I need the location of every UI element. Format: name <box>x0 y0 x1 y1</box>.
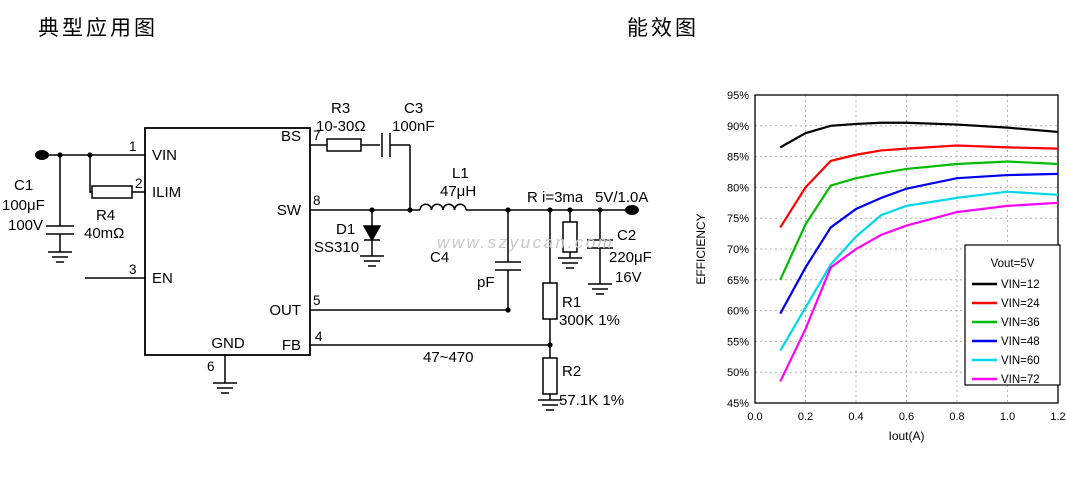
y-tick-label: 75% <box>727 213 749 225</box>
rload-current-label: i=3ma <box>542 189 584 206</box>
x-tick-label: 0.8 <box>949 411 964 423</box>
capacitor-c2 <box>587 210 613 295</box>
l1-value-label: 47μH <box>440 183 476 200</box>
r3-ref-label: R3 <box>331 100 350 117</box>
pin-label-gnd: GND <box>211 335 245 352</box>
r1-value-label: 300K 1% <box>559 312 620 329</box>
ic-body <box>144 127 311 356</box>
input-terminal <box>35 150 145 160</box>
watermark-text: www.szyucan.com <box>437 233 614 252</box>
c1-voltage-label: 100V <box>8 217 43 234</box>
c4-range-label: 47~470 <box>423 349 473 366</box>
c2-ref-label: C2 <box>617 227 636 244</box>
ground-symbol <box>212 382 238 394</box>
d1-value-label: SS310 <box>314 239 359 256</box>
output-terminal <box>625 205 639 215</box>
y-tick-label: 95% <box>727 90 749 102</box>
series-line-VIN=48 <box>779 172 1059 315</box>
series-line-VIN=36 <box>779 160 1059 281</box>
pin-number-6: 6 <box>207 359 215 374</box>
r4-value-label: 40mΩ <box>84 225 124 242</box>
legend-title: Vout=5V <box>991 258 1035 270</box>
efficiency-chart: 45% 50% 55% 60% 65% 70% 75% 80% 85% 90% 95% 0.0 0.2 0… <box>694 90 1066 443</box>
rload-ref-label: R <box>527 189 538 206</box>
pin-label-fb: FB <box>282 337 301 354</box>
application-circuit-schematic: 1 2 3 7 8 5 4 6 VIN ILIM EN BS SW OUT FB… <box>2 100 652 411</box>
x-axis-label: Iout(A) <box>888 429 924 443</box>
y-tick-label: 85% <box>727 152 749 164</box>
y-tick-label: 90% <box>727 121 749 133</box>
pin-number-3: 3 <box>129 262 137 277</box>
junction-dots <box>57 152 603 348</box>
pin-label-out: OUT <box>269 302 301 319</box>
capacitor-c4 <box>495 210 521 310</box>
pin-number-7: 7 <box>313 128 321 143</box>
schematic-title: 典型应用图 <box>38 16 158 40</box>
x-tick-label: 0.2 <box>798 411 813 423</box>
y-tick-label: 50% <box>727 367 749 379</box>
pin-number-8: 8 <box>313 193 321 208</box>
c3-ref-label: C3 <box>404 100 423 117</box>
y-tick-label: 55% <box>727 336 749 348</box>
series-line-VIN=12 <box>779 121 1059 149</box>
capacitor-c1 <box>46 155 74 263</box>
pin-number-5: 5 <box>313 293 321 308</box>
legend-label-VIN=72: VIN=72 <box>1001 374 1040 386</box>
legend-label-VIN=60: VIN=60 <box>1001 355 1040 367</box>
ground-symbol <box>359 255 385 267</box>
y-tick-label: 80% <box>727 182 749 194</box>
legend-label-VIN=36: VIN=36 <box>1001 317 1040 329</box>
x-tick-label: 1.0 <box>1000 411 1015 423</box>
x-tick-label: 0.6 <box>899 411 914 423</box>
sw-rail-and-inductor-l1 <box>310 203 639 215</box>
c3-value-label: 100nF <box>392 118 435 135</box>
r4-ref-label: R4 <box>96 207 115 224</box>
c2-value-label: 220μF <box>609 249 652 266</box>
x-tick-label: 1.2 <box>1050 411 1065 423</box>
legend-label-VIN=24: VIN=24 <box>1001 298 1040 310</box>
x-tick-label: 0.4 <box>848 411 863 423</box>
y-axis-label: EFFICIENCY <box>694 213 708 284</box>
r1-ref-label: R1 <box>562 294 581 311</box>
y-tick-label: 45% <box>727 398 749 410</box>
output-rating-label: 5V/1.0A <box>595 189 648 206</box>
c1-ref-label: C1 <box>14 177 33 194</box>
pin-label-vin: VIN <box>152 147 177 164</box>
r2-ref-label: R2 <box>562 363 581 380</box>
legend-box <box>964 244 1061 386</box>
d1-ref-label: D1 <box>336 221 355 238</box>
series-line-VIN=24 <box>779 144 1059 229</box>
y-tick-label: 60% <box>727 306 749 318</box>
pin-label-bs: BS <box>281 128 301 145</box>
resistor-r4 <box>89 155 145 199</box>
bootstrap-network-r3-c3 <box>310 133 411 210</box>
y-tick-label: 65% <box>727 275 749 287</box>
pin-label-ilim: ILIM <box>152 184 181 201</box>
pin-label-en: EN <box>152 270 173 287</box>
x-tick-label: 0.0 <box>747 411 762 423</box>
resistor-r1 <box>542 210 558 345</box>
pin-number-1: 1 <box>129 139 137 154</box>
ground-symbol <box>47 251 73 263</box>
legend-label-VIN=48: VIN=48 <box>1001 336 1040 348</box>
c4-unit-label: pF <box>477 274 495 291</box>
series-line-VIN=60 <box>779 190 1059 352</box>
efficiency-title: 能效图 <box>627 16 699 40</box>
r2-value-label: 57.1K 1% <box>559 392 624 409</box>
series-line-VIN=72 <box>779 201 1059 382</box>
y-tick-label: 70% <box>727 244 749 256</box>
ground-symbol <box>557 257 583 269</box>
pin-number-2: 2 <box>135 176 143 191</box>
ground-symbol <box>587 283 613 295</box>
r3-value-label: 10-30Ω <box>316 118 366 135</box>
diode-d1 <box>359 210 385 267</box>
legend-label-VIN=12: VIN=12 <box>1001 279 1040 291</box>
c1-value-label: 100μF <box>2 197 45 214</box>
pin-number-4: 4 <box>315 329 323 344</box>
c2-voltage-label: 16V <box>615 269 642 286</box>
l1-ref-label: L1 <box>452 165 469 182</box>
ic-ground-pin <box>212 355 238 394</box>
c4-ref-label: C4 <box>430 249 449 266</box>
pin-label-sw: SW <box>277 202 302 219</box>
